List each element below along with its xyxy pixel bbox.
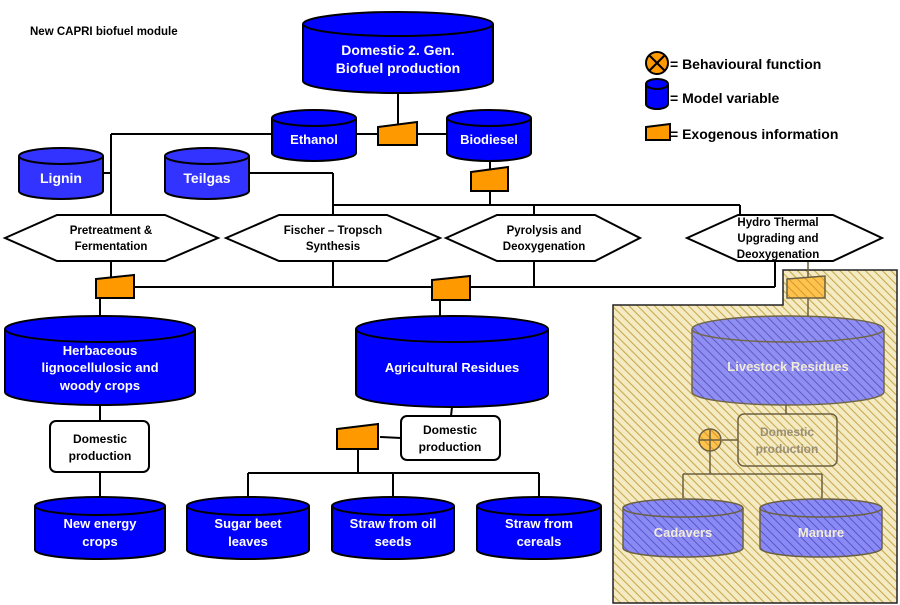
cylinder-ethanol: Ethanol [271,109,357,162]
label: Domestic [760,425,814,439]
label: Deoxygenation [737,249,819,261]
label: Domestic [423,423,477,437]
cylinder-domestic-biofuel: Domestic 2. Gen. Biofuel production [302,11,494,94]
legend: = Behavioural function = Model variable … [645,51,838,142]
label: Herbaceous [63,343,137,358]
legend-model-variable-label: = Model variable [670,90,780,106]
behavioural-function-icon [645,51,669,75]
exogenous-icon [431,274,471,301]
label: Biofuel production [336,60,460,76]
label: Fermentation [75,241,148,253]
box-domestic-production-agricultural: Domestic production [400,415,501,461]
cylinder-biodiesel: Biodiesel [446,109,532,162]
label: lignocellulosic and [41,360,158,375]
label: Lignin [40,170,82,186]
label: Upgrading and [737,233,818,245]
label: Straw from [505,516,573,531]
label: Hydro Thermal [737,217,818,229]
process-fischer-tropsch: Fischer – Tropsch Synthesis [223,214,443,262]
label: Manure [798,525,844,540]
behavioural-function-icon [698,428,722,452]
exogenous-icon-muted [786,275,826,299]
cylinder-manure: Manure [759,498,883,558]
diagram-title: New CAPRI biofuel module [30,26,178,38]
label: Straw from oil [350,516,437,531]
model-variable-icon [645,78,669,110]
label: Agricultural Residues [385,360,519,375]
cylinder-herbaceous: Herbaceous lignocellulosic and woody cro… [4,315,196,406]
label: Domestic 2. Gen. [341,42,455,58]
label: leaves [228,534,268,549]
cylinder-straw-oil-seeds: Straw from oil seeds [331,496,455,560]
connectors [99,93,776,496]
label: Ethanol [290,132,338,147]
process-pyrolysis: Pyrolysis and Deoxygenation [443,214,643,262]
label: crops [82,534,117,549]
box-domestic-production-livestock: Domestic production [737,413,838,467]
cylinder-straw-cereals: Straw from cereals [476,496,602,560]
label: Fischer – Tropsch [284,225,382,237]
label: Teilgas [183,170,230,186]
label: Biodiesel [460,132,518,147]
label: Deoxygenation [503,241,585,253]
legend-behavioural-label: = Behavioural function [670,56,821,72]
cylinder-sugar-beet-leaves: Sugar beet leaves [186,496,310,560]
label: cereals [517,534,562,549]
cylinder-cadavers: Cadavers [622,498,744,558]
process-hydro-thermal: Hydro Thermal Upgrading and Deoxygenatio… [684,214,885,262]
cylinder-agricultural-residues: Agricultural Residues [355,315,549,408]
label: production [419,440,482,454]
exogenous-icon [95,273,135,299]
label: production [69,449,132,463]
label: Synthesis [306,241,360,253]
cylinder-new-energy-crops: New energy crops [34,496,166,560]
cylinder-teilgas: Teilgas [164,147,250,200]
exogenous-shapes [95,120,509,450]
label: Cadavers [654,525,713,540]
label: woody crops [59,378,140,393]
label: Sugar beet [214,516,282,531]
exogenous-icon [645,122,671,141]
label: production [756,442,819,456]
box-domestic-production-herbaceous: Domestic production [49,420,150,473]
label: Livestock Residues [727,359,848,374]
label: Pyrolysis and [507,225,582,237]
label: seeds [375,534,412,549]
exogenous-icon [336,422,379,450]
exogenous-icon [377,120,418,146]
livestock-connectors [682,262,823,498]
exogenous-icon [470,165,509,192]
cylinder-lignin: Lignin [18,147,104,200]
cylinder-livestock-residues: Livestock Residues [691,315,885,406]
label: Domestic [73,432,127,446]
legend-exogenous-label: = Exogenous information [670,126,838,142]
label: New energy [64,516,138,531]
process-pretreatment: Pretreatment & Fermentation [2,214,221,262]
label: Pretreatment & [70,225,152,237]
